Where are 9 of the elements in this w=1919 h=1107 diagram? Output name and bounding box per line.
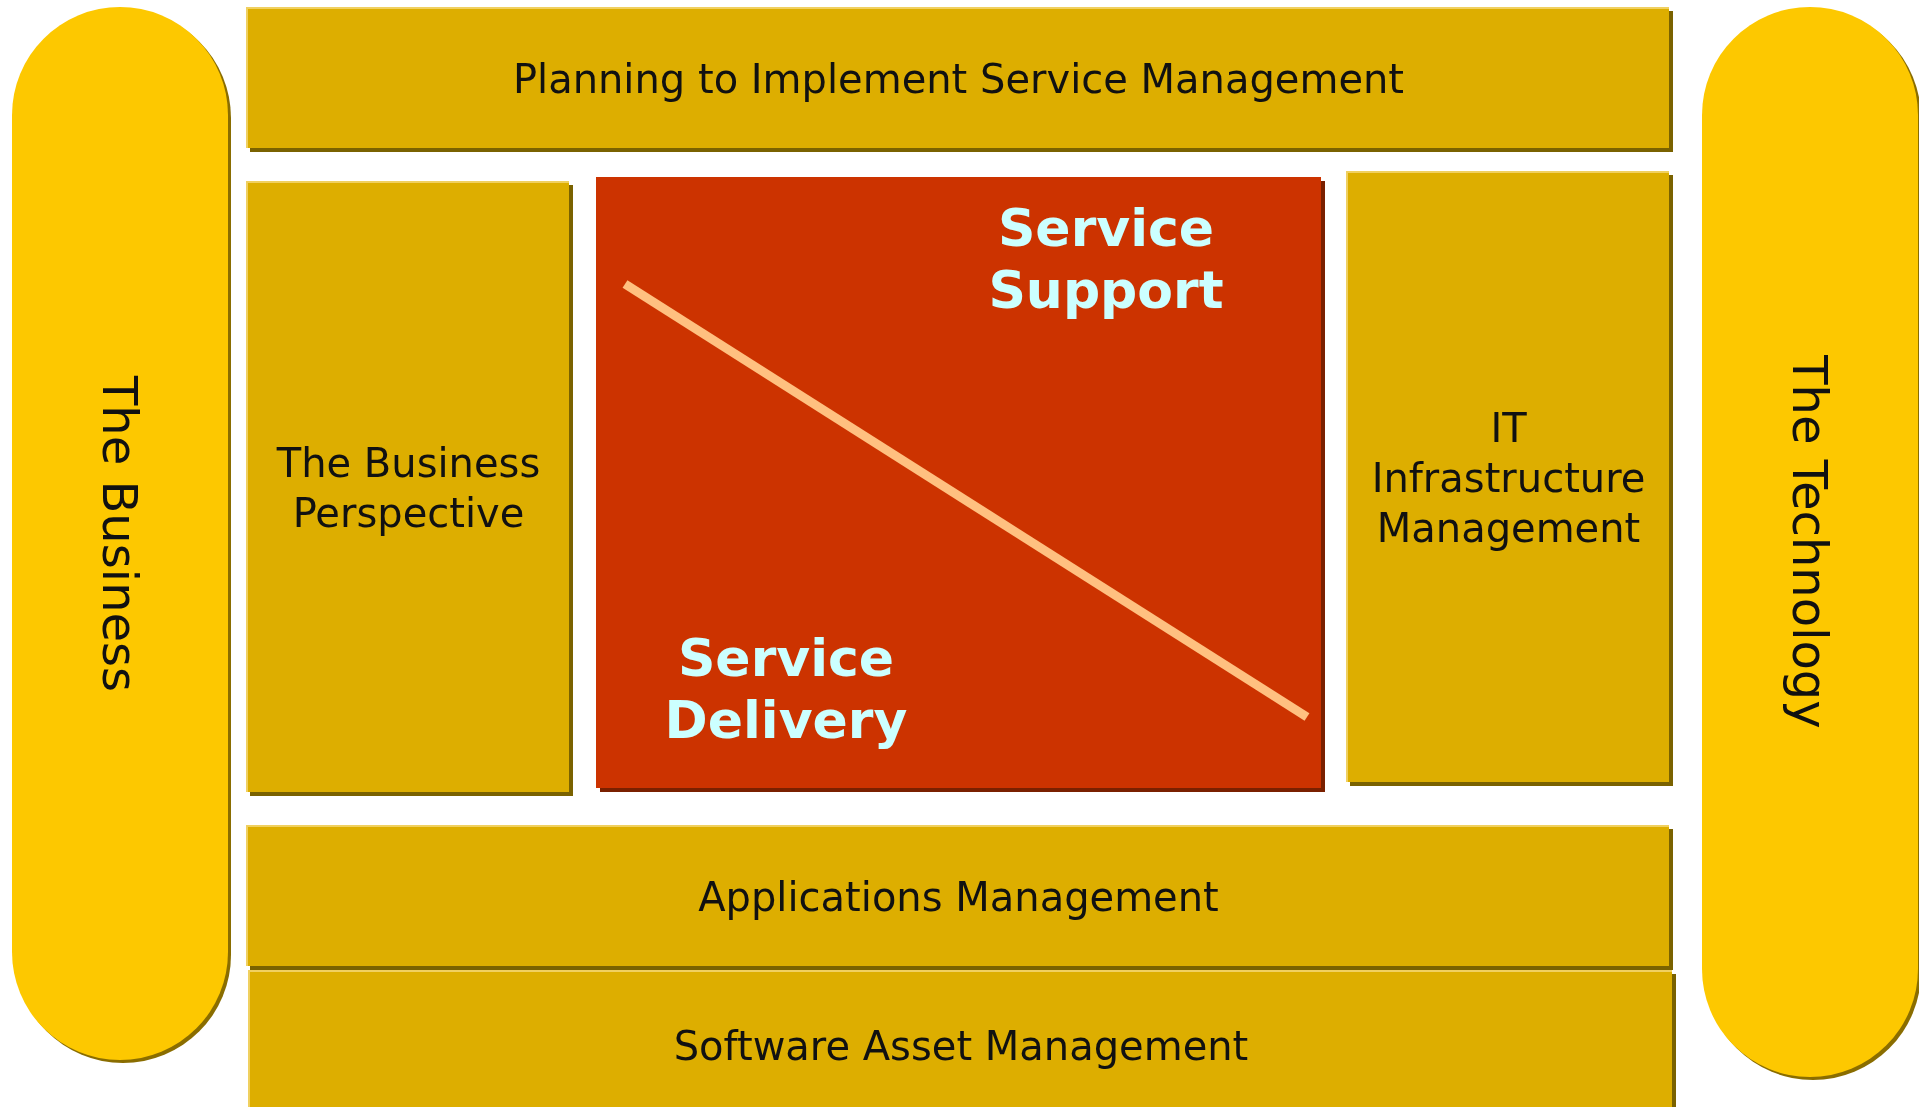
box-label: Applications Management [697, 872, 1220, 922]
box-label: Software Asset Management [672, 1022, 1250, 1071]
vertical-label: The Business [91, 375, 149, 692]
box-label: Service Support [987, 197, 1225, 322]
box-label: Planning to Implement Service Management [511, 54, 1406, 104]
box-label: The Business Perspective [275, 438, 542, 538]
vertical-label: The Technology [1781, 355, 1839, 729]
box-label: IT Infrastructure Management [1370, 403, 1647, 553]
box-label: Service Delivery [663, 627, 909, 752]
